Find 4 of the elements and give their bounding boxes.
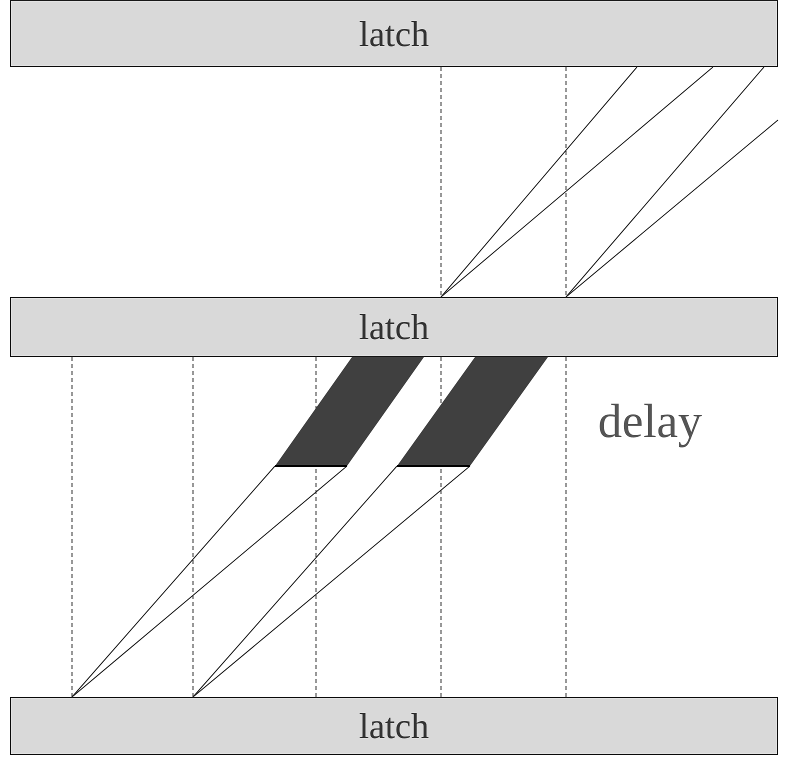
latch-box: latch	[10, 697, 778, 755]
delay-label: delay	[598, 398, 702, 446]
latch-box: latch	[10, 0, 778, 67]
latch-box: latch	[10, 297, 778, 357]
